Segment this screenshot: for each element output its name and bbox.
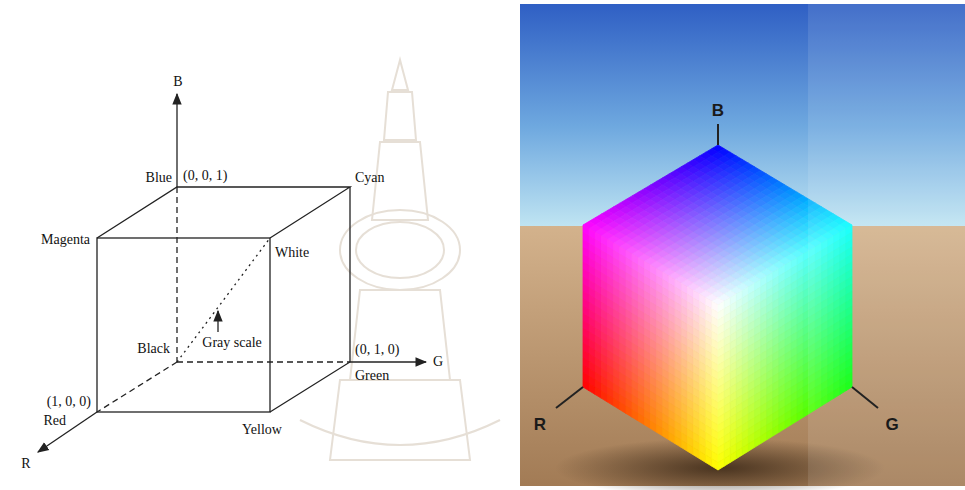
cube-face-cell bbox=[675, 436, 681, 447]
cube-face-cell bbox=[712, 459, 718, 470]
cube-label: Blue bbox=[146, 171, 172, 185]
cube-face-cell bbox=[755, 436, 761, 447]
cube-face-cell bbox=[614, 398, 620, 409]
cube-face-cell bbox=[730, 451, 736, 462]
cube-face-cell bbox=[638, 414, 644, 425]
cube-face-cell bbox=[583, 380, 589, 391]
cube-label: G bbox=[433, 355, 443, 369]
light-band bbox=[808, 4, 965, 486]
cube-label: Green bbox=[355, 369, 389, 383]
watermark-emblem bbox=[300, 60, 500, 460]
cube-face-cell bbox=[706, 455, 712, 466]
cube-axis-ticks bbox=[556, 124, 878, 408]
cube-face-cell bbox=[657, 425, 663, 436]
cube-label: Gray scale bbox=[202, 336, 261, 350]
rgb-cube-drawing bbox=[38, 94, 426, 452]
cube-label: (0, 0, 1) bbox=[183, 169, 227, 183]
g-axis bbox=[350, 361, 426, 362]
gray-scale-diagonal bbox=[177, 238, 270, 362]
rendered-color-cube bbox=[520, 4, 965, 490]
cube-label: Magenta bbox=[41, 233, 90, 247]
hidden-edge bbox=[177, 361, 350, 362]
hidden-edge bbox=[97, 362, 177, 412]
cube-face-cell bbox=[779, 421, 785, 432]
cube-face-cell bbox=[773, 425, 779, 436]
cube-face-cell bbox=[718, 459, 724, 470]
cube-face-cell bbox=[669, 432, 675, 443]
gray-scale-pointer bbox=[217, 311, 218, 332]
cube-label: R bbox=[21, 457, 30, 471]
cube-label: Red bbox=[43, 414, 66, 428]
cube-top-edges bbox=[97, 187, 350, 238]
cube-face-cell bbox=[767, 429, 773, 440]
cube-face-cell bbox=[663, 429, 669, 440]
cube-label: B bbox=[173, 75, 182, 89]
cube-face-cell bbox=[644, 417, 650, 428]
cube-label: (1, 0, 0) bbox=[47, 395, 91, 409]
cube-face-cell bbox=[601, 391, 607, 402]
cube-face-cell bbox=[724, 455, 730, 466]
cube-face-cell bbox=[736, 447, 742, 458]
cube-label: Cyan bbox=[355, 171, 385, 185]
cube-face-cell bbox=[797, 410, 803, 421]
cube-face-cell bbox=[791, 414, 797, 425]
cube-face-cell bbox=[595, 387, 601, 398]
cube-label: Yellow bbox=[242, 423, 282, 437]
r-axis bbox=[38, 412, 97, 452]
axis-label: G bbox=[885, 416, 898, 433]
cube-face-cell bbox=[608, 395, 614, 406]
cube-face-cell bbox=[651, 421, 657, 432]
cube-label: White bbox=[275, 246, 309, 260]
cube-face-cell bbox=[742, 444, 748, 455]
hidden-edge bbox=[176, 187, 177, 362]
cube-face-cell bbox=[626, 406, 632, 417]
axis-label: R bbox=[534, 416, 546, 433]
cube-face-cell bbox=[761, 432, 767, 443]
cube-face-cell bbox=[748, 440, 754, 451]
cube-face-cell bbox=[693, 447, 699, 458]
cube-face-cell bbox=[620, 402, 626, 413]
cube-face-cell bbox=[632, 410, 638, 421]
cube-face-cell bbox=[687, 444, 693, 455]
b-axis bbox=[176, 94, 177, 187]
cube-right-edges bbox=[270, 187, 350, 412]
cube-label: (0, 1, 0) bbox=[355, 343, 399, 357]
cube-face-cell bbox=[785, 417, 791, 428]
cube-face-cell bbox=[700, 451, 706, 462]
axis-label: B bbox=[712, 102, 724, 119]
cube-face-cell bbox=[681, 440, 687, 451]
cube-face-cell bbox=[589, 383, 595, 394]
cube-front-face bbox=[97, 238, 270, 412]
cube-label: Black bbox=[137, 342, 170, 356]
